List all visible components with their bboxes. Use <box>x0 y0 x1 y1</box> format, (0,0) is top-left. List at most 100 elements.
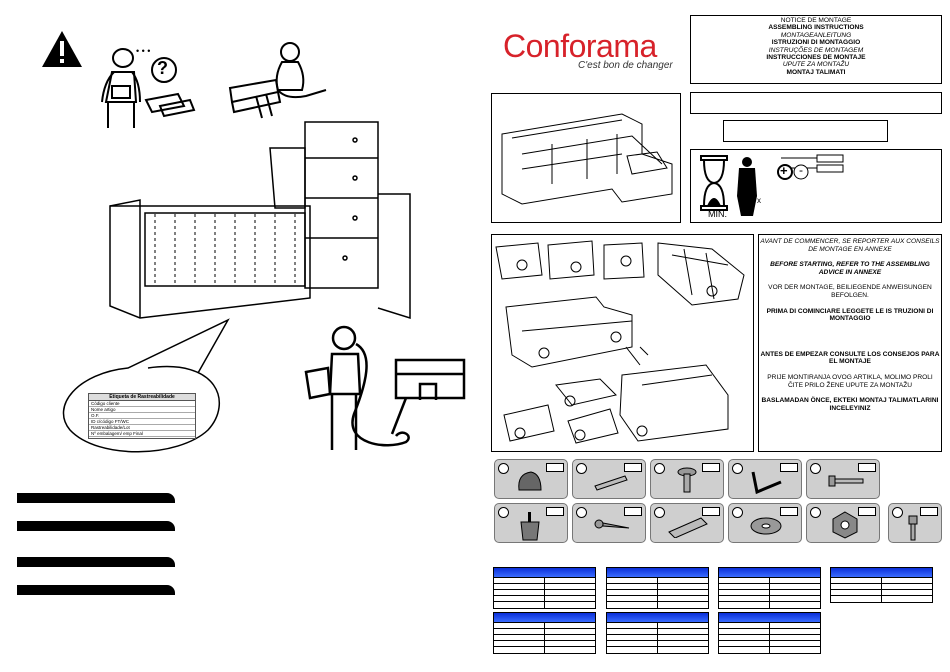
question-mark: ? <box>157 58 168 78</box>
part-number-circle <box>732 507 743 518</box>
sofa-springs-illustration <box>109 121 411 320</box>
label-row: Nome artigo <box>89 407 195 413</box>
person-reading-illustration: • • • <box>101 46 196 128</box>
plus-sign: + <box>780 163 788 178</box>
parts-table <box>830 567 933 603</box>
foot-icon <box>520 512 540 541</box>
part-quantity-box <box>624 507 642 516</box>
brand-logo: Conforama <box>503 28 657 64</box>
svg-text:• • •: • • • <box>136 46 150 56</box>
cam-bolt-icon <box>908 515 918 541</box>
part-quantity-box <box>780 463 798 472</box>
bolt-icon <box>828 475 864 487</box>
screw-icon <box>594 519 630 529</box>
part-quantity-box <box>702 463 720 472</box>
brand-tagline: C'est bon de changer <box>578 60 673 71</box>
black-bar <box>17 493 175 503</box>
assembly-advice-box: AVANT DE COMMENCER, SE REPORTER AUX CONS… <box>758 234 942 452</box>
reference-field-2 <box>723 120 888 142</box>
parts-table <box>606 567 709 609</box>
parts-table <box>493 567 596 609</box>
hardware-part <box>572 503 646 543</box>
label-row: Nº embalagem/ emp Final <box>89 431 195 437</box>
tools-box: MIN. x + - <box>690 149 942 223</box>
hourglass-icon <box>700 155 728 211</box>
hardware-part <box>728 503 802 543</box>
notice-line: ISTRUZIONI DI MONTAGGIO <box>771 39 861 47</box>
parts-table <box>606 612 709 654</box>
notice-line: INSTRUCCIONES DE MONTAJE <box>766 54 866 62</box>
plus-minus-icon <box>777 164 809 180</box>
corner-sofa-illustration <box>501 113 673 205</box>
notice-line: UPUTE ZA MONTAŽU <box>782 61 850 69</box>
advice-en: BEFORE STARTING, REFER TO THE ASSEMBLING… <box>770 261 930 276</box>
label-row: ID c/código FT/WC <box>89 419 195 425</box>
part-number-circle <box>654 507 665 518</box>
speech-bubble <box>62 318 230 453</box>
hardware-part <box>728 459 802 499</box>
notice-title-box: NOTICE DE MONTAGE ASSEMBLING INSTRUCTION… <box>690 15 942 84</box>
hardware-part <box>650 459 724 499</box>
notice-line: NOTICE DE MONTAGE <box>780 17 852 24</box>
notice-line: ASSEMBLING INSTRUCTIONS <box>768 24 864 32</box>
part-quantity-box <box>546 507 564 516</box>
advice-es: ANTES DE EMPEZAR CONSULTE LOS CONSEJOS P… <box>760 350 940 366</box>
part-quantity-box <box>702 507 720 516</box>
black-bar <box>17 585 175 595</box>
label-row: Código cliente <box>89 401 195 407</box>
part-number-circle <box>498 463 509 474</box>
part-quantity-box <box>780 507 798 516</box>
part-number-circle <box>576 507 587 518</box>
black-bar <box>17 557 175 567</box>
hardware-part <box>650 503 724 543</box>
black-bar <box>17 521 175 531</box>
part-quantity-box <box>546 463 564 472</box>
advice-fr: AVANT DE COMMENCER, SE REPORTER AUX CONS… <box>760 238 940 253</box>
sofa-parts-illustration <box>495 240 745 444</box>
advice-it: PRIMA DI COMINCIARE LEGGETE LE IS TRUZIO… <box>766 307 934 323</box>
traceability-label: Etiqueta de Rastreabilidade Código clien… <box>88 393 196 439</box>
part-number-circle <box>810 507 821 518</box>
advice-tr: BASLAMADAN ÖNCE, EKTEKI MONTAJ TALIMATLA… <box>761 397 939 412</box>
part-number-circle <box>654 463 665 474</box>
part-number-circle <box>498 507 509 518</box>
washer-icon <box>750 517 782 535</box>
part-number-circle <box>810 463 821 474</box>
nut-icon <box>832 511 858 539</box>
parts-table <box>493 612 596 654</box>
quantity-x: x <box>757 196 761 205</box>
hardware-part <box>494 503 568 543</box>
clip-icon <box>518 471 542 491</box>
dowel-icon <box>594 475 628 491</box>
label-row: O.F. <box>89 413 195 419</box>
worker-icon <box>737 157 757 216</box>
hardware-part <box>806 459 880 499</box>
parts-overview-box <box>491 234 754 452</box>
product-image-box <box>491 93 681 223</box>
minus-sign: - <box>799 163 803 177</box>
advice-de: VOR DER MONTAGE, BEILIEGENDE ANWEISUNGEN… <box>768 284 932 299</box>
part-quantity-box <box>858 463 876 472</box>
part-quantity-box <box>920 507 938 516</box>
person-phone-illustration <box>304 325 466 450</box>
part-quantity-box <box>858 507 876 516</box>
hardware-part <box>494 459 568 499</box>
advice-hr: PRIJE MONTIRANJA OVOG ARTIKLA, MOLIMO PR… <box>767 373 933 389</box>
notice-line: INSTRUÇÕES DE MONTAGEM <box>768 46 864 54</box>
allen-key-icon <box>751 471 782 495</box>
part-number-circle <box>576 463 587 474</box>
cap-screw-icon <box>677 467 697 493</box>
part-number-circle <box>892 507 903 518</box>
notice-line: MONTAGEANLEITUNG <box>780 31 852 39</box>
hardware-part <box>806 503 880 543</box>
hardware-part <box>888 503 942 543</box>
parts-table <box>718 612 821 654</box>
part-number-circle <box>732 463 743 474</box>
notice-line: MONTAJ TALIMATI <box>786 68 846 76</box>
warning-icon <box>42 31 82 67</box>
label-title: Etiqueta de Rastreabilidade <box>89 394 195 401</box>
reference-field <box>690 92 942 114</box>
bracket-icon <box>668 517 708 538</box>
person-assembling-illustration <box>228 42 327 119</box>
min-label: MIN. <box>708 209 727 219</box>
